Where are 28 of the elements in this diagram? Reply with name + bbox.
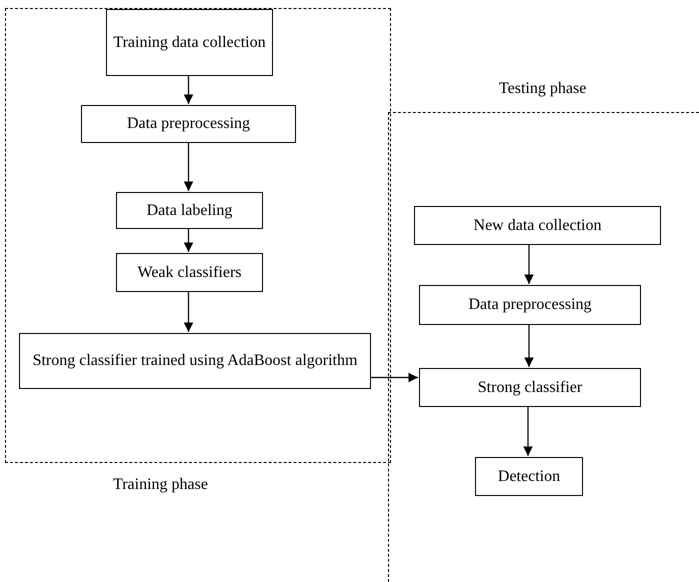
box-label: New data collection bbox=[474, 216, 602, 236]
arrow bbox=[184, 291, 194, 332]
process-box bbox=[419, 285, 641, 325]
arrow bbox=[184, 75, 194, 104]
arrow bbox=[184, 142, 194, 191]
process-box bbox=[419, 368, 641, 407]
process-box bbox=[81, 105, 296, 143]
arrow bbox=[370, 372, 418, 382]
box-label: Data preprocessing bbox=[126, 114, 250, 134]
box-label: Data labeling bbox=[146, 200, 232, 220]
box-label: Weak classifiers bbox=[138, 262, 242, 282]
box-label: Strong classifier bbox=[478, 378, 582, 398]
box-label: Data preprocessing bbox=[468, 295, 592, 315]
arrow bbox=[184, 228, 194, 252]
box-label: Training data collection bbox=[113, 32, 266, 52]
arrow bbox=[524, 324, 534, 367]
arrow bbox=[524, 244, 534, 284]
arrow bbox=[523, 406, 533, 456]
process-box bbox=[106, 9, 273, 76]
process-box bbox=[414, 206, 661, 245]
box-label: Detection bbox=[498, 466, 560, 486]
process-box bbox=[116, 253, 263, 292]
box-label: Strong classifier trained using AdaBoost algorithm bbox=[32, 351, 358, 371]
group-label: Testing phase bbox=[499, 79, 586, 99]
process-box bbox=[475, 457, 583, 496]
process-box bbox=[116, 192, 263, 229]
group-label: Training phase bbox=[113, 475, 208, 495]
process-box bbox=[19, 333, 371, 389]
